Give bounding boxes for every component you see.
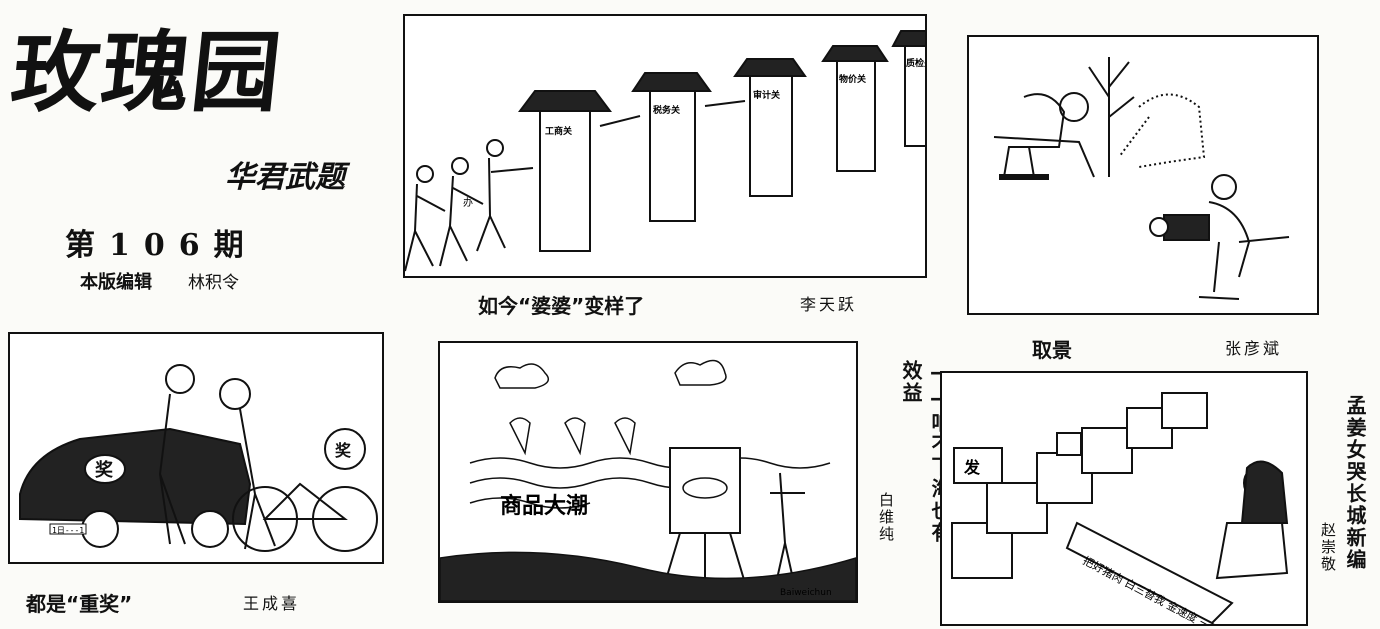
gate-pillar — [539, 110, 591, 252]
gate-label: 质检关 — [906, 57, 925, 69]
caption-prize: 都是“重奖” — [26, 592, 133, 616]
document-label: 办 — [463, 196, 473, 209]
masthead-signature: 华君武题 — [225, 160, 345, 195]
gate-label: 税务关 — [653, 104, 680, 116]
editor-label: 本版编辑 — [80, 272, 152, 293]
wave-label: 商品大潮 — [500, 493, 588, 519]
car — [19, 427, 252, 526]
license-plate: 1日---1 — [52, 526, 84, 535]
cartoon-greatwall: 发 把好猪肉 白三替我 金速度 一万八千 — [940, 371, 1308, 626]
gate-label: 物价关 — [839, 73, 866, 85]
gates-drawing: 工商关 税务关 审计关 物价关 质检关 办 — [405, 30, 925, 272]
prize-label: 奖 — [95, 459, 114, 481]
tide-drawing: 商品大潮 Baiweichun — [440, 359, 856, 601]
masthead-title: 玫瑰园 — [6, 20, 288, 124]
author-prize: 王成喜 — [243, 594, 301, 613]
scroll — [1065, 521, 1234, 624]
cartoon-prize: 1日---1 奖 奖 — [8, 332, 384, 564]
gate-label: 审计关 — [753, 89, 780, 101]
tree — [1088, 57, 1135, 177]
prize-drawing: 1日---1 奖 奖 — [19, 364, 378, 552]
photo-drawing — [993, 57, 1290, 300]
dice — [1056, 432, 1082, 456]
prize-label: 奖 — [335, 441, 352, 460]
editor-name: 林积令 — [188, 273, 239, 293]
caption-photo: 取景 — [1032, 338, 1072, 362]
mahjong-tile — [953, 447, 1003, 484]
caption-gates: 如今“婆婆”变样了 — [478, 294, 645, 318]
author-greatwall: 赵崇敬 — [1319, 522, 1337, 573]
tile-label: 发 — [963, 458, 981, 477]
cartoon-tide: 商品大潮 Baiweichun — [438, 341, 858, 603]
issue-number: 第106期 — [65, 228, 258, 263]
gate-roof — [518, 90, 612, 112]
caption-greatwall: 孟姜女哭长城新编 — [1343, 395, 1367, 571]
author-tide: 白维纯 — [877, 492, 895, 543]
easel-canvas — [669, 447, 741, 534]
artist-signature: Baiweichun — [780, 588, 832, 598]
cloud — [494, 363, 550, 389]
cartoon-gates: 工商关 税务关 审计关 物价关 质检关 办 — [403, 14, 927, 278]
greatwall-drawing: 发 把好猪肉 白三替我 金速度 一万八千 — [951, 392, 1289, 624]
cartoon-photo — [967, 35, 1319, 315]
author-photo: 张彦斌 — [1225, 339, 1283, 358]
gate-label: 工商关 — [545, 125, 572, 137]
author-gates: 李天跃 — [800, 295, 858, 314]
